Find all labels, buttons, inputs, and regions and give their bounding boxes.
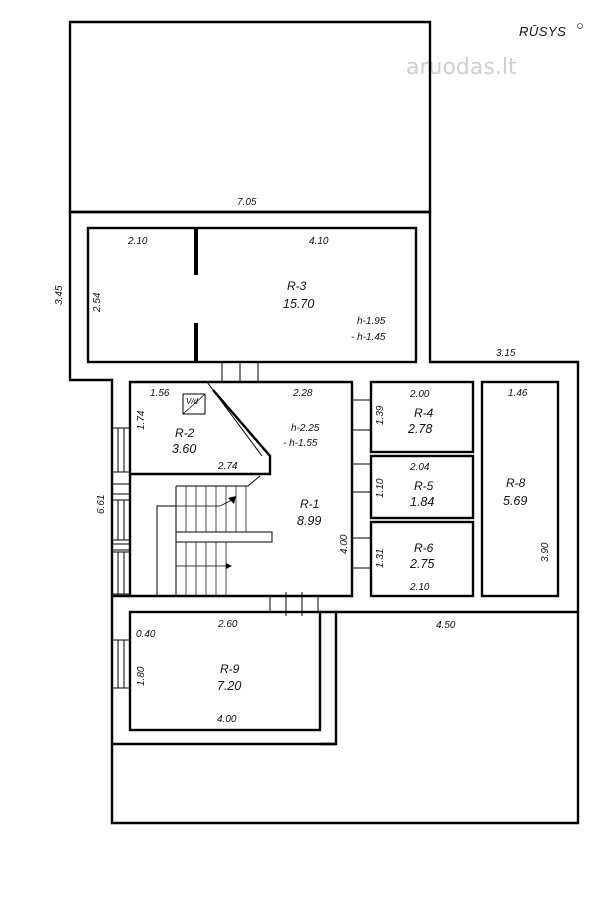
- room-r2-area: 3.60: [172, 442, 196, 456]
- r1-lowered-height: - h-1.55: [283, 438, 318, 449]
- dim-label: 2.54: [92, 292, 103, 313]
- dim-label: 2.04: [409, 462, 430, 473]
- dim-label: 1.10: [375, 478, 386, 498]
- dim-label: 1.74: [136, 410, 147, 430]
- vent-symbol: V/d: [186, 397, 199, 406]
- stair-direction-lines: [176, 499, 233, 567]
- dim-label: 2.74: [217, 461, 238, 472]
- lower-partition: [112, 594, 578, 746]
- stair-treads-lower: [185, 542, 227, 596]
- room-r8-wall: [480, 380, 560, 598]
- outer-wall: [68, 210, 580, 825]
- stair-treads-upper: [185, 486, 247, 532]
- door-r4: [352, 399, 371, 431]
- window-hall-lower: [112, 551, 130, 595]
- window-r2: [112, 427, 130, 473]
- dim-label: 4.00: [339, 534, 350, 554]
- room-r4-wall: [369, 380, 475, 454]
- dim-label: 3.15: [496, 348, 516, 359]
- dim-label: 2.10: [127, 236, 148, 247]
- upper-outer-block: [68, 20, 432, 214]
- watermark-logo: aruodas.lt: [406, 55, 517, 80]
- dim-label: 4.50: [436, 620, 456, 631]
- room-r5-wall: [369, 454, 475, 520]
- room-r4-id: R-4: [414, 406, 434, 420]
- stair-arrow-down-icon: [226, 563, 232, 569]
- door-r3: [221, 362, 259, 382]
- stair-left-stringer: [156, 486, 177, 596]
- room-r3-area: 15.70: [283, 297, 314, 311]
- dim-label: 1.56: [150, 388, 170, 399]
- room-r9-wall: [128, 610, 322, 732]
- dim-label: 2.00: [409, 389, 430, 400]
- room-r5-id: R-5: [414, 479, 434, 493]
- dim-label: 2.60: [217, 619, 238, 630]
- r3-lowered-height: - h-1.45: [351, 332, 386, 343]
- dim-label: 1.39: [375, 405, 386, 425]
- dim-label: 7.05: [237, 197, 257, 208]
- dim-label: 3.45: [54, 285, 65, 305]
- room-r9-area: 7.20: [217, 679, 241, 693]
- r2-diagonal-wall: [206, 381, 271, 457]
- r1-height: h-2.25: [291, 423, 320, 434]
- dim-label: 6.61: [96, 495, 107, 514]
- door-r9: [269, 592, 319, 616]
- dim-label: 0.40: [136, 629, 156, 640]
- room-r8-id: R-8: [506, 476, 526, 490]
- window-mullions: [112, 483, 130, 551]
- dim-label: 4.00: [217, 714, 237, 725]
- room-r6-area: 2.75: [409, 557, 434, 571]
- dim-label: 1.31: [375, 549, 386, 568]
- stair-landing: [176, 475, 273, 543]
- room-r3-id: R-3: [287, 279, 307, 293]
- room-r3-wall: [86, 226, 418, 364]
- door-r6: [352, 537, 371, 569]
- window-r9: [112, 639, 130, 689]
- window-hall-upper: [112, 499, 130, 541]
- plan-title: RŪSYS: [519, 24, 566, 39]
- room-r1-id: R-1: [300, 497, 319, 511]
- stair-arrow-up-icon: [228, 496, 236, 504]
- central-hall-wall: [128, 380, 354, 598]
- dim-label: 3.90: [540, 542, 551, 562]
- registered-mark: [577, 23, 583, 29]
- room-r5-area: 1.84: [410, 495, 434, 509]
- vent-box: [182, 393, 206, 415]
- room-r9-id: R-9: [220, 662, 240, 676]
- dim-label: 2.10: [409, 582, 430, 593]
- dim-label: 1.80: [136, 666, 147, 686]
- room-r1-area: 8.99: [297, 514, 321, 528]
- r3-height: h-1.95: [357, 316, 386, 327]
- dim-label: 2.28: [292, 388, 313, 399]
- room-r6-wall: [369, 520, 475, 598]
- dim-label: 4.10: [309, 236, 329, 247]
- vent-diagonal: [182, 393, 206, 415]
- room-r8-area: 5.69: [503, 494, 527, 508]
- room-r6-id: R-6: [414, 541, 434, 555]
- room-r2-id: R-2: [175, 426, 195, 440]
- room-r4-area: 2.78: [407, 422, 432, 436]
- door-r5: [352, 463, 371, 493]
- dim-label: 1.46: [508, 388, 528, 399]
